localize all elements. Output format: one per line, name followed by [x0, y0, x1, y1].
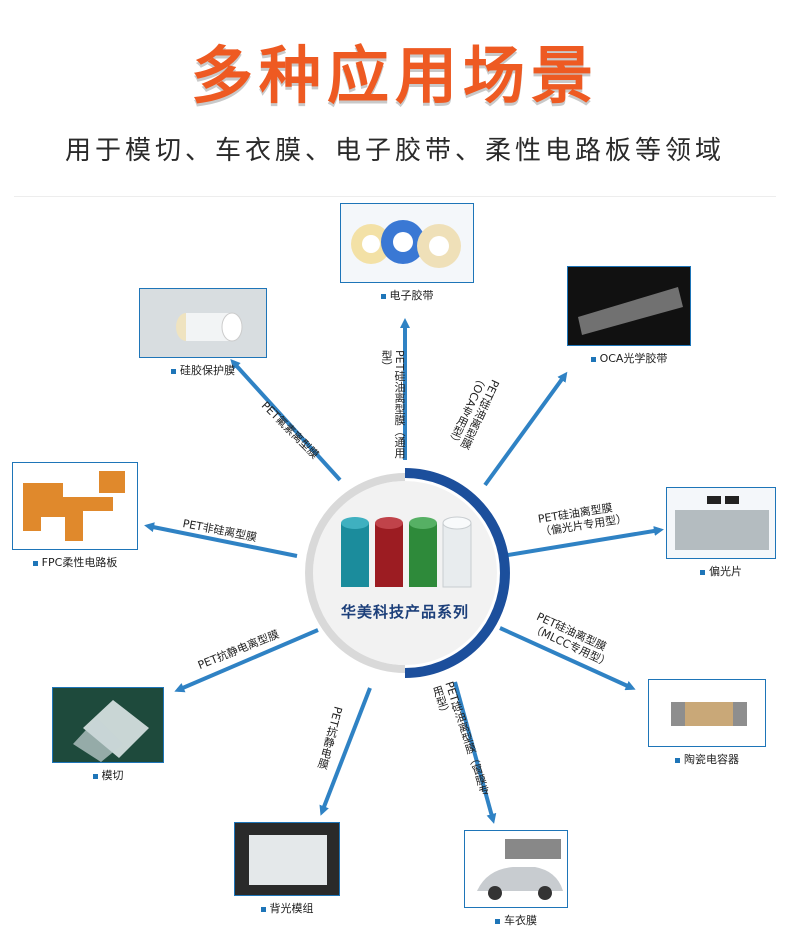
app-label: FPC柔性电路板	[41, 556, 118, 569]
app-ceramic-capacitor: 陶瓷电容器	[648, 679, 766, 767]
backlight-module-image	[234, 822, 340, 896]
app-label: 模切	[101, 769, 124, 782]
app-silicone-film: 硅胶保护膜	[139, 288, 267, 378]
app-label: 背光模组	[269, 902, 314, 915]
arrow-lower-right	[499, 626, 636, 691]
car-film-image	[464, 830, 568, 908]
arrow-bottom-right	[453, 681, 497, 824]
tape-rolls-image	[340, 203, 474, 283]
silicone-film-roll-image	[139, 288, 267, 358]
polarizer-glasses-image	[666, 487, 776, 559]
divider	[14, 196, 776, 197]
app-electronic-tape: 电子胶带	[340, 203, 474, 303]
film-rolls-icon	[341, 516, 472, 588]
arrow-left	[144, 522, 298, 558]
app-car-film: 车衣膜	[464, 830, 568, 928]
page-title: 多种应用场景	[190, 39, 599, 112]
ceramic-capacitor-image	[648, 679, 766, 747]
app-label: 车衣膜	[504, 914, 537, 927]
app-label: OCA光学胶带	[599, 352, 668, 365]
app-oca-tape: OCA光学胶带	[567, 266, 691, 366]
film-label-top: PET硅油离型膜（通用型）	[380, 350, 406, 459]
arrow-bottom-left	[319, 687, 372, 816]
arrow-top-right	[483, 371, 568, 487]
app-die-cut: 模切	[52, 687, 164, 783]
app-label: 陶瓷电容器	[684, 753, 739, 766]
product-circle	[305, 468, 510, 678]
arrow-top-left	[230, 359, 342, 482]
die-cut-film-image	[52, 687, 164, 763]
app-fpc: FPC柔性电路板	[12, 462, 138, 570]
app-backlight-module: 背光模组	[234, 822, 340, 916]
flexible-circuit-image	[12, 462, 138, 550]
arrow-lower-left	[174, 628, 319, 693]
app-label: 偏光片	[709, 565, 742, 578]
page-subtitle: 用于模切、车衣膜、电子胶带、柔性电路板等领域	[64, 136, 725, 166]
app-polarizer: 偏光片	[666, 487, 776, 579]
optical-film-image	[567, 266, 691, 346]
arrow-right	[507, 526, 664, 557]
app-label: 硅胶保护膜	[180, 364, 235, 377]
app-label: 电子胶带	[389, 289, 434, 302]
center-label: 华美科技产品系列	[340, 603, 469, 621]
